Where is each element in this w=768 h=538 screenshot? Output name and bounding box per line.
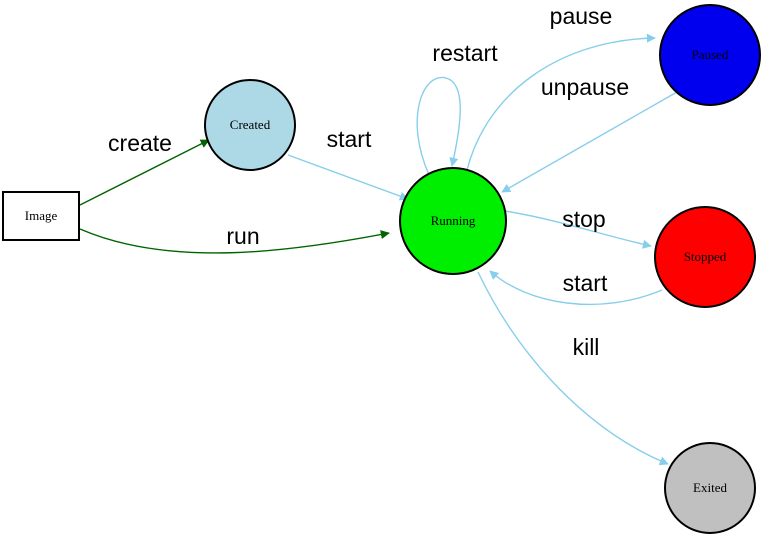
edges-layer [79, 33, 678, 466]
node-created[interactable]: Created [204, 79, 296, 171]
node-exited[interactable]: Exited [664, 442, 756, 534]
edge-restart[interactable] [416, 76, 461, 176]
node-image[interactable]: Image [2, 191, 80, 241]
edge-start-stopped-running[interactable] [489, 270, 663, 306]
edge-run[interactable] [79, 228, 390, 254]
edge-label-run: run [226, 223, 259, 249]
edge-label-kill: kill [573, 334, 600, 360]
node-exited-circle[interactable] [664, 442, 756, 534]
node-stopped-circle[interactable] [654, 206, 756, 308]
node-paused[interactable]: Paused [659, 4, 761, 106]
edge-start-created-running[interactable] [287, 154, 409, 201]
edge-label-start-stopped-running: start [563, 270, 608, 296]
edge-label-create: create [108, 130, 172, 156]
node-paused-circle[interactable] [659, 4, 761, 106]
node-stopped[interactable]: Stopped [654, 206, 756, 308]
edge-label-start-created-running: start [327, 126, 372, 152]
edge-labels-layer: create run start restart pause unpause s… [108, 3, 629, 360]
node-image-rect[interactable] [2, 191, 80, 241]
edge-pause[interactable] [466, 33, 656, 171]
edge-label-unpause: unpause [541, 74, 629, 100]
edge-create[interactable] [79, 139, 210, 206]
edge-stop[interactable] [504, 210, 652, 249]
edge-label-restart: restart [432, 40, 498, 66]
node-created-circle[interactable] [204, 79, 296, 171]
edge-kill[interactable] [477, 271, 669, 466]
edge-unpause[interactable] [501, 91, 678, 193]
node-running-circle[interactable] [399, 167, 507, 275]
edge-label-pause: pause [550, 3, 613, 29]
node-running[interactable]: Running [399, 167, 507, 275]
